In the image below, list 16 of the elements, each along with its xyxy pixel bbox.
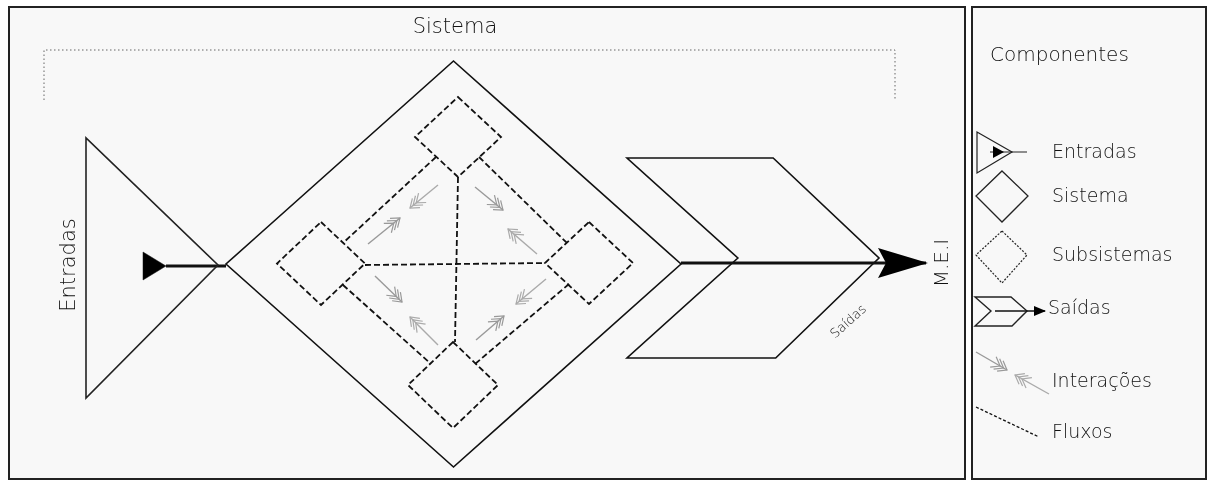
legend-label: Sistema	[1052, 184, 1129, 206]
flow-line	[342, 284, 431, 364]
output-target-label: M.E.I	[929, 238, 953, 288]
flow-line	[342, 156, 437, 244]
legend-label: Subsistemas	[1052, 243, 1173, 265]
flow-line	[454, 176, 459, 343]
legend-label: Entradas	[1052, 140, 1137, 162]
legend-label: Saídas	[1048, 296, 1111, 318]
legend-title: Componentes	[990, 42, 1129, 66]
legend-label: Fluxos	[1052, 420, 1113, 442]
flow-line	[478, 156, 568, 244]
section-title: Sistema	[411, 14, 499, 38]
node-label: Entradas	[56, 218, 80, 312]
flow-line	[474, 283, 570, 365]
arrow	[737, 248, 928, 278]
legend-label: Interações	[1052, 369, 1152, 391]
